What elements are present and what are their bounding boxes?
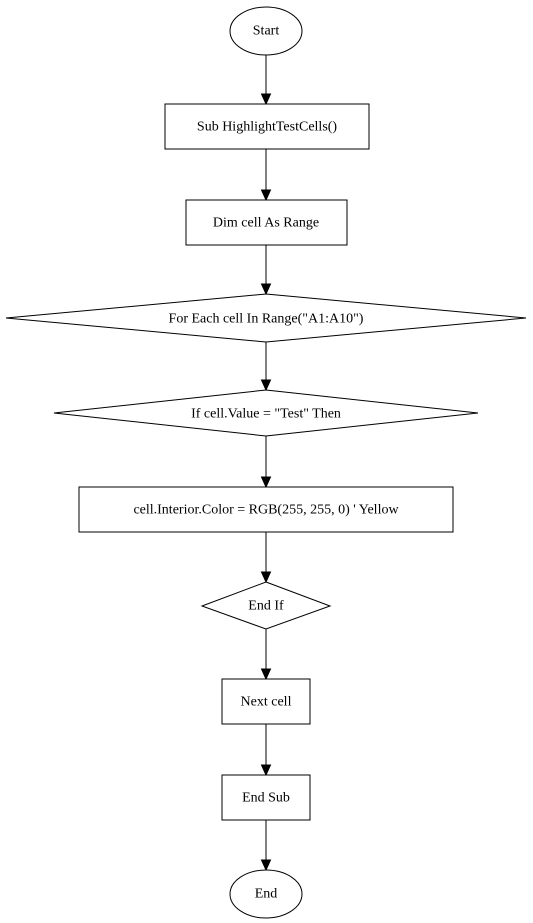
edge-for-to-if <box>260 342 272 392</box>
edge-sub-to-dim <box>260 149 272 202</box>
node-sub-label: Sub HighlightTestCells() <box>197 120 338 135</box>
arrowhead-icon <box>260 189 272 202</box>
arrowhead-icon <box>260 476 272 489</box>
nodes: Start Sub HighlightTestCells() Dim cell … <box>5 6 527 919</box>
node-end-sub: End Sub <box>221 774 311 821</box>
node-next-cell: Next cell <box>221 678 311 725</box>
arrowhead-icon <box>260 668 272 681</box>
arrowhead-icon <box>260 859 272 872</box>
edge-start-to-sub <box>260 55 272 106</box>
node-end-if: End If <box>200 581 332 630</box>
edge-dim-to-for <box>260 245 272 296</box>
node-for-each: For Each cell In Range("A1:A10") <box>5 293 527 343</box>
edge-endsub-to-end <box>260 820 272 872</box>
node-dim-cell: Dim cell As Range <box>185 199 348 246</box>
node-endif-label: End If <box>248 599 284 614</box>
node-next-label: Next cell <box>241 695 292 710</box>
arrowhead-icon <box>260 571 272 584</box>
node-sub-highlight-test-cells: Sub HighlightTestCells() <box>164 103 370 150</box>
arrowhead-icon <box>260 283 272 296</box>
arrowhead-icon <box>260 93 272 106</box>
node-start-label: Start <box>253 24 280 39</box>
node-end: End <box>229 869 303 919</box>
edge-next-to-endsub <box>260 724 272 777</box>
node-if-label: If cell.Value = "Test" Then <box>191 407 341 422</box>
node-start: Start <box>229 6 303 56</box>
edges <box>260 55 272 872</box>
node-for-label: For Each cell In Range("A1:A10") <box>169 312 364 327</box>
edge-color-to-endif <box>260 532 272 584</box>
arrowhead-icon <box>260 379 272 392</box>
edge-if-to-color <box>260 436 272 489</box>
node-interior-color: cell.Interior.Color = RGB(255, 255, 0) '… <box>78 486 454 533</box>
node-if-test: If cell.Value = "Test" Then <box>53 389 479 437</box>
node-end-label: End <box>255 887 278 902</box>
node-dim-label: Dim cell As Range <box>213 216 319 231</box>
node-color-label: cell.Interior.Color = RGB(255, 255, 0) '… <box>133 503 399 518</box>
edge-endif-to-next <box>260 629 272 681</box>
arrowhead-icon <box>260 764 272 777</box>
node-endsub-label: End Sub <box>242 791 290 806</box>
